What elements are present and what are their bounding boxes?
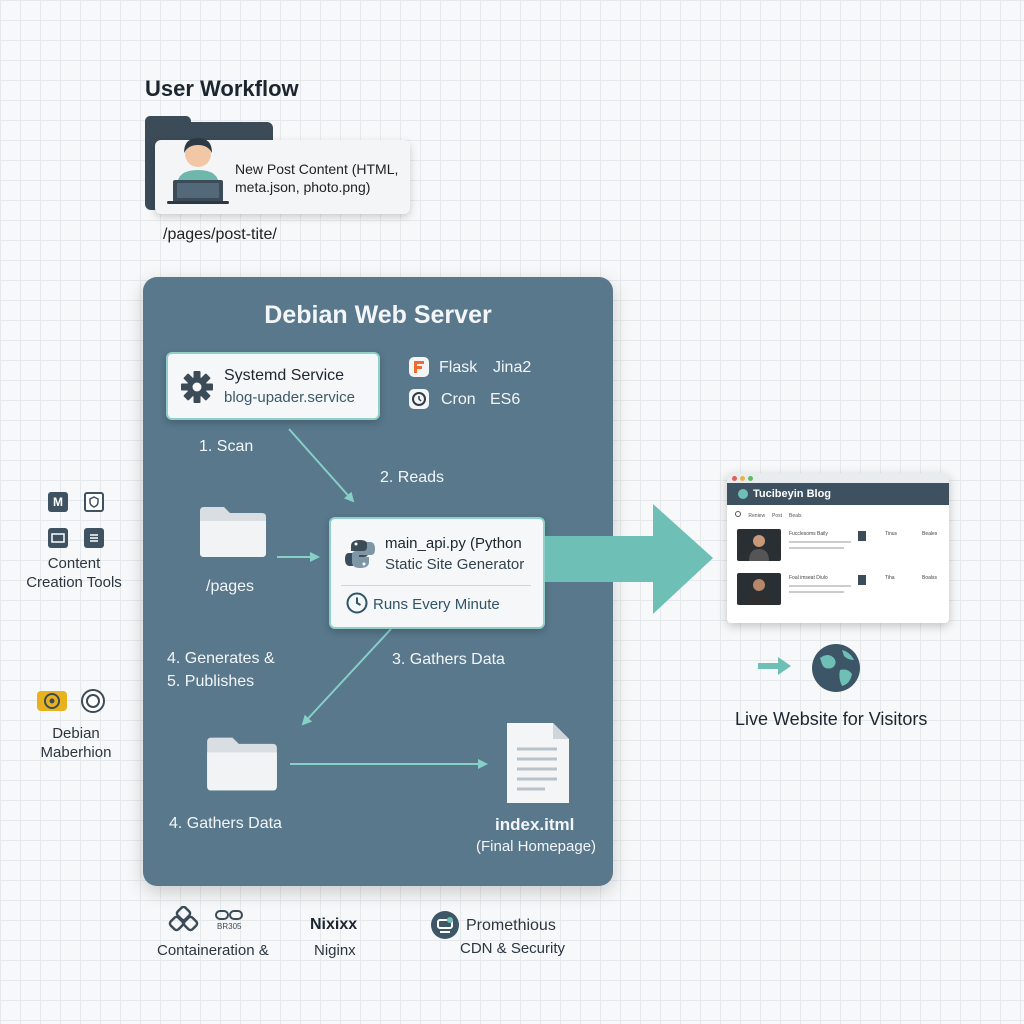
pages-folder-icon [200,507,266,557]
step-reads-label: 2. Reads [380,469,445,486]
step-publishes-label: 5. Publishes [167,673,255,690]
generator-schedule: Runs Every Minute [373,596,500,613]
workflow-title: User Workflow [145,76,299,101]
browser-chrome [727,473,949,483]
blog-nav-item[interactable]: Post [772,513,783,519]
output-folder-icon [207,737,277,791]
stack-es6-label: ES6 [490,391,521,408]
shield-tool-icon[interactable] [84,492,104,512]
debian-logo-icon [37,691,67,711]
post-content-card[interactable]: New Post Content (HTML, meta.json, photo… [155,138,410,214]
post-meta: Tiha [885,575,895,581]
nginx-label: Niginx [314,942,356,959]
nginx-title: Nixixx [310,916,358,933]
list-tool-icon[interactable] [84,528,104,548]
systemd-service-file: blog-upader.service [224,389,355,406]
container-badge: BR305 [217,922,242,931]
step-gathers-bottom-label: 4. Gathers Data [169,815,282,832]
cron-icon [409,389,429,409]
content-tools-label-1: Content [47,555,101,572]
blog-nav-item[interactable]: Beals [789,513,802,519]
arrow-systemd-to-main [288,428,355,503]
generator-divider [341,585,531,586]
content-tools-label-2: Creation Tools [26,574,122,591]
globe-icon [812,644,860,692]
container-label: Containeration & [157,942,269,959]
pages-folder-label: /pages [206,578,255,595]
step-generates-label: 4. Generates & [167,650,275,667]
stack-cron-label: Cron [441,391,476,408]
static-site-generator-card[interactable]: main_api.py (Python Static Site Generato… [329,517,545,629]
generator-script-name: main_api.py (Python [385,535,522,552]
debian-label-1: Debian [52,725,100,742]
stack-flask-label: Flask [439,359,478,376]
post-content-line2: meta.json, photo.png) [235,179,371,195]
prometheus-title: Promethious [466,917,556,934]
debian-label-2: Maberhion [40,744,112,761]
python-icon [345,540,375,568]
step-gathers-label: 3. Gathers Data [392,651,505,668]
post-title[interactable]: Fucclesoms Baily [789,531,828,537]
document-icon [507,723,569,803]
blog-logo-icon [738,489,748,499]
step-scan-label: 1. Scan [199,438,254,455]
systemd-service-card[interactable]: Systemd Service blog-upader.service [166,352,380,420]
link-icon [215,910,243,920]
website-preview[interactable]: Tucibeyin Blog Reniew Post Beals Fuccles… [727,473,949,623]
clock-icon [346,592,368,614]
index-file-name: index.itml [495,815,575,834]
flask-icon [409,357,429,377]
post-meta-secondary: Beales [922,531,938,537]
gear-icon [181,371,213,403]
blog-nav-item[interactable]: Reniew [748,513,766,519]
post-thumbnail[interactable] [737,573,781,605]
container-icon [168,906,199,932]
markdown-tool-icon[interactable]: M [48,492,68,512]
post-meta-secondary: Boalss [922,575,938,581]
live-website-label: Live Website for Visitors [735,709,928,729]
small-arrow-icon [758,657,791,675]
blog-title: Tucibeyin Blog [753,488,832,500]
cdn-security-label: CDN & Security [460,940,566,957]
server-title: Debian Web Server [264,301,492,329]
arrow-main-to-output [301,628,392,726]
debian-server-panel: Debian Web Server [143,277,613,886]
post-meta: Tinus [885,531,898,537]
image-tool-icon[interactable] [48,528,68,548]
flow-arrows [277,428,488,769]
systemd-service-name: Systemd Service [224,367,345,384]
workflow-path: /pages/post-tite/ [163,226,277,243]
debian-badge-icon [81,689,105,713]
publish-arrow [545,504,713,614]
stack-jinja-label: Jina2 [493,359,532,376]
post-title[interactable]: Foal imseat Diulo [789,575,828,581]
blog-header: Tucibeyin Blog [727,483,949,505]
generator-description: Static Site Generator [385,556,525,573]
post-thumbnail[interactable] [737,529,781,561]
post-content-line1: New Post Content (HTML, [235,161,399,177]
user-laptop-icon [167,138,229,204]
index-file-description: (Final Homepage) [476,838,597,855]
prometheus-icon [431,911,459,939]
